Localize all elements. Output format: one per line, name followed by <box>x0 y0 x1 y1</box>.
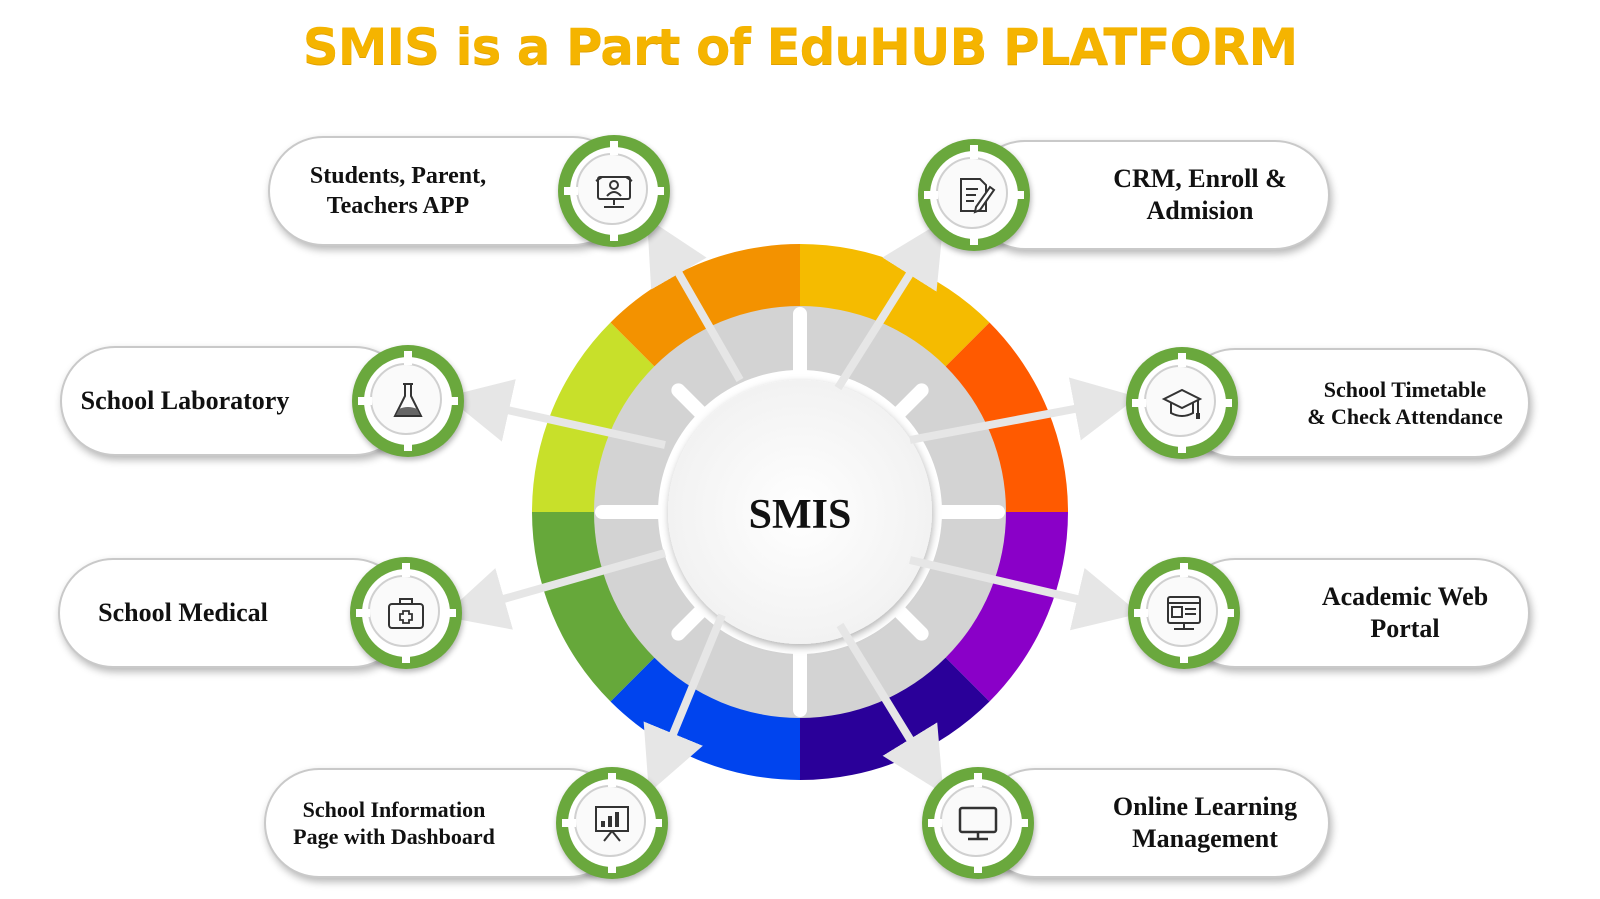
module-card-lab: School Laboratory <box>60 346 410 456</box>
connector-arrow-lab <box>446 379 666 449</box>
badge-tick <box>358 397 372 405</box>
connector-arrow-students <box>647 218 744 382</box>
module-badge-info <box>556 767 668 879</box>
page-title: SMIS is a Part of EduHUB PLATFORM <box>302 18 1299 76</box>
connector-arrows <box>442 218 1140 794</box>
module-label: School Laboratory <box>80 385 290 415</box>
badge-tick <box>562 819 576 827</box>
ring-segment <box>532 512 659 702</box>
badge-tick <box>650 187 664 195</box>
flask-icon <box>393 383 423 417</box>
web-portal-icon <box>1167 596 1201 630</box>
badge-tick <box>404 437 412 451</box>
badge-tick <box>404 351 412 365</box>
badge-tick <box>608 773 616 787</box>
chart-board-icon <box>595 806 629 842</box>
module-card-crm: CRM, Enroll & Admision <box>970 140 1330 250</box>
connector-arrow-portal <box>909 556 1140 631</box>
module-badge-medical <box>350 557 462 669</box>
connector-arrow-timetable <box>909 377 1138 444</box>
module-card-online: Online Learning Management <box>980 768 1330 878</box>
badge-tick <box>402 649 410 663</box>
connector-arrow-online <box>836 622 944 794</box>
module-badge-crm <box>918 139 1030 251</box>
badge-tick <box>970 145 978 159</box>
module-badge-students <box>558 135 670 247</box>
connector-arrow-info <box>643 613 726 793</box>
badge-tick <box>444 397 458 405</box>
connector-arrow-crm <box>834 220 944 391</box>
badge-tick <box>974 859 982 873</box>
badge-tick <box>608 859 616 873</box>
badge-tick <box>610 141 618 155</box>
badge-tick <box>1132 399 1146 407</box>
badge-tick <box>970 231 978 245</box>
module-card-timetable: School Timetable & Check Attendance <box>1180 348 1530 458</box>
module-label: School Timetable & Check Attendance <box>1307 376 1503 430</box>
hub-center <box>668 380 932 644</box>
module-label: CRM, Enroll & Admision <box>1113 163 1287 226</box>
module-label: Online Learning Management <box>1112 791 1298 854</box>
spoke <box>883 595 929 641</box>
module-label: Academic Web Portal <box>1321 581 1489 644</box>
hub-spokes <box>595 307 1005 717</box>
badge-tick <box>564 187 578 195</box>
badge-tick <box>1180 649 1188 663</box>
module-label: School Medical <box>98 597 268 627</box>
ring-segment <box>532 322 659 512</box>
spoke <box>671 595 717 641</box>
module-card-medical: School Medical <box>58 558 408 668</box>
badge-tick <box>924 191 938 199</box>
module-card-portal: Academic Web Portal <box>1180 558 1530 668</box>
spoke <box>671 383 717 429</box>
badge-tick <box>442 609 456 617</box>
badge-ring <box>934 779 1022 867</box>
badge-ring <box>1140 569 1228 657</box>
connector-arrow-medical <box>442 549 667 630</box>
badge-tick <box>974 773 982 787</box>
badge-ring <box>570 147 658 235</box>
monitor-icon <box>958 806 998 841</box>
module-label: School Information Page with Dashboard <box>293 796 495 850</box>
spoke <box>883 383 929 429</box>
ring-segment <box>941 512 1068 702</box>
ring-segment <box>610 653 800 780</box>
badge-tick <box>402 563 410 577</box>
module-badge-lab <box>352 345 464 457</box>
hub-label: SMIS <box>749 492 852 538</box>
document-pen-icon <box>960 178 996 214</box>
badge-tick <box>928 819 942 827</box>
graduation-cap-icon <box>1161 388 1203 419</box>
badge-tick <box>1218 399 1232 407</box>
ring-segment <box>610 244 800 371</box>
module-badge-online <box>922 767 1034 879</box>
badge-tick <box>1134 609 1148 617</box>
module-badge-portal <box>1128 557 1240 669</box>
module-label: Students, Parent, Teachers APP <box>309 163 487 219</box>
badge-tick <box>648 819 662 827</box>
module-badge-timetable <box>1126 347 1238 459</box>
ring-segment <box>941 322 1068 512</box>
badge-tick <box>1220 609 1234 617</box>
medical-kit-icon <box>388 598 424 629</box>
badge-tick <box>1010 191 1024 199</box>
badge-tick <box>1178 353 1186 367</box>
badge-tick <box>1178 439 1186 453</box>
badge-tick <box>610 227 618 241</box>
badge-tick <box>356 609 370 617</box>
badge-tick <box>1180 563 1188 577</box>
badge-tick <box>1014 819 1028 827</box>
presentation-user-icon <box>595 176 633 208</box>
module-card-info: School Information Page with Dashboard <box>264 768 624 878</box>
ring-segment <box>800 244 990 371</box>
